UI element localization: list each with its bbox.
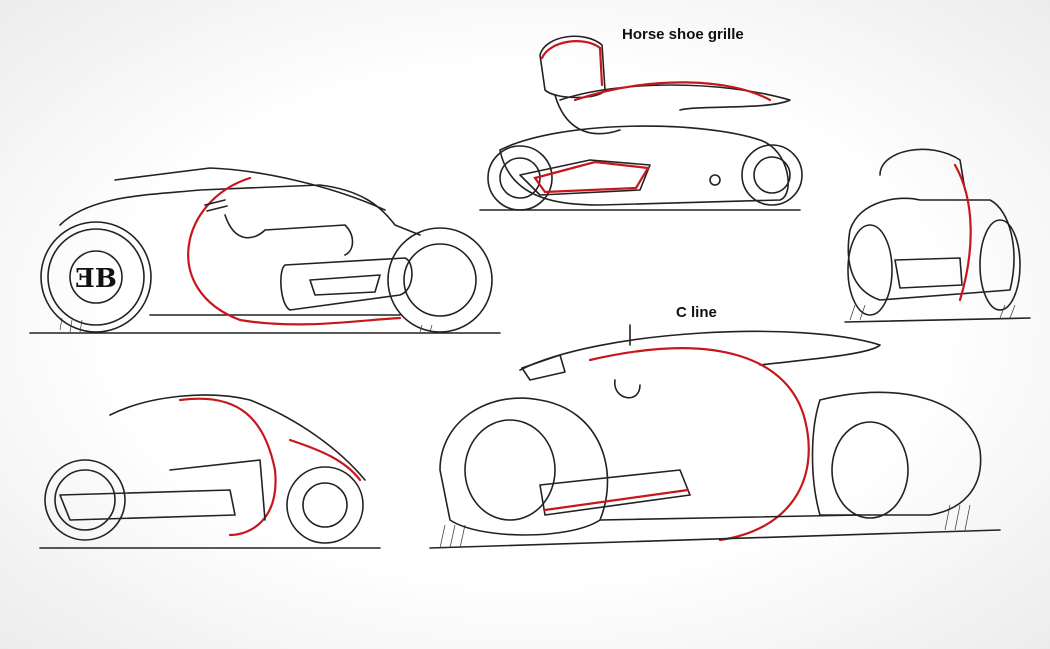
eb-logo: ƎB (75, 264, 117, 294)
sketch-side-view-large: ƎB (29, 167, 501, 334)
horse-shoe-grille-label: Horse shoe grille (622, 26, 744, 43)
sketch-horse-shoe-grille (479, 35, 803, 211)
sketch-front-view (844, 148, 1031, 323)
eb-logo-badge (69, 250, 123, 304)
c-line-label: C line (676, 304, 717, 321)
sketch-side-view-small (39, 394, 381, 549)
sketch-c-line (429, 324, 1001, 549)
